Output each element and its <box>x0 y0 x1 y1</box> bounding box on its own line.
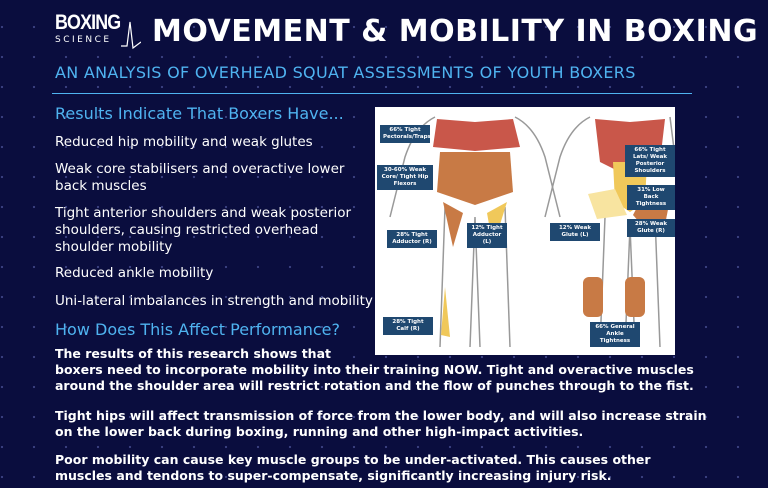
muscle-diagram: 66% Tight Pectorals/Traps 30-60% Weak Co… <box>375 107 676 355</box>
label-low-back: 31% Low Back Tightness <box>627 185 675 210</box>
label-glute-l: 12% Weak Glute (L) <box>550 223 600 241</box>
paragraph: Tight hips will affect transmission of f… <box>55 408 707 439</box>
label-adductor-r: 28% Tight Adductor (R) <box>387 230 437 248</box>
label-lats: 66% Tight Lats/ Weak Posterior Shoulders <box>625 145 675 177</box>
label-adductor-l: 12% Tight Adductor (L) <box>467 223 507 248</box>
divider <box>52 93 692 94</box>
result-item: Tight anterior shoulders and weak poster… <box>55 205 352 255</box>
paragraph-text: The results of this research shows that … <box>55 346 694 393</box>
label-core: 30-60% Weak Core/ Tight Hip Flexors <box>377 165 433 190</box>
logo-text: BOXING <box>55 11 121 34</box>
page-title: MOVEMENT & MOBILITY IN BOXING <box>152 14 759 49</box>
boxing-science-logo: BOXING SCIENCE <box>55 11 141 52</box>
label-calf: 28% Tight Calf (R) <box>383 317 433 335</box>
logo-subtext: SCIENCE <box>55 35 112 45</box>
result-item: Weak core stabilisers and overactive low… <box>55 161 345 194</box>
label-pectorals: 66% Tight Pectorals/Traps <box>380 125 431 143</box>
paragraph: The results of this research shows that … <box>55 346 720 394</box>
result-item: Reduced hip mobility and weak glutes <box>55 134 313 150</box>
results-heading: Results Indicate That Boxers Have... <box>55 104 344 123</box>
result-item: Uni-lateral imbalances in strength and m… <box>55 293 373 309</box>
page-subtitle: AN ANALYSIS OF OVERHEAD SQUAT ASSESSMENT… <box>55 63 636 82</box>
label-ankle: 66% General Ankle Tightness <box>590 322 640 347</box>
label-glute-r: 28% Weak Glute (R) <box>627 219 675 237</box>
performance-heading: How Does This Affect Performance? <box>55 320 340 339</box>
result-item: Reduced ankle mobility <box>55 265 214 281</box>
heartbeat-icon <box>121 21 141 50</box>
paragraph: Poor mobility can cause key muscle group… <box>55 452 651 483</box>
